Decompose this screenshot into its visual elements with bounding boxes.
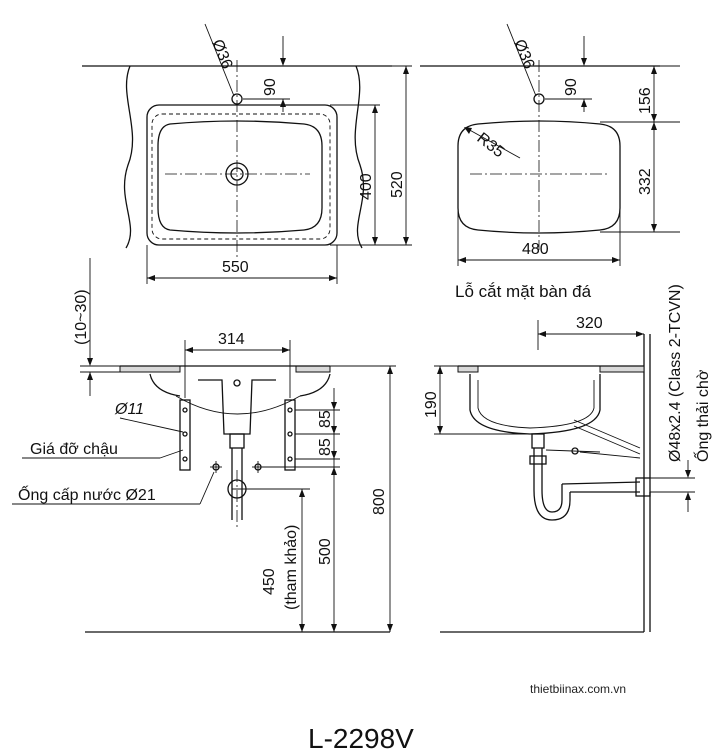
front-elevation: (10~30) 314 <box>12 258 396 633</box>
tap-offset-dim-right: 90 <box>563 78 580 96</box>
side-elevation: 320 190 Ø48x2.4 (Class 2-TCVN) Ống thả <box>423 284 712 633</box>
website-text: thietbiinax.com.vn <box>530 682 626 696</box>
model-number: L-2298V <box>308 723 414 753</box>
cut-depth-dim: 332 <box>637 168 654 195</box>
drain-offset-dim: 320 <box>576 315 603 332</box>
cut-width-dim: 480 <box>522 241 549 258</box>
supply-left <box>210 461 222 473</box>
overall-depth-dim: 520 <box>389 171 406 198</box>
waste-stub-label: Ống thải chờ <box>692 369 712 462</box>
counter-thickness-dim: (10~30) <box>73 289 90 345</box>
cut-front-gap-dim: 156 <box>637 87 654 114</box>
plan-view: Ø36 90 400 520 550 <box>82 23 412 284</box>
tap-offset-dim: 90 <box>262 78 279 96</box>
bracket-step-dim-1: 85 <box>317 410 334 428</box>
drain-height-note: (tham khảo) <box>283 525 300 610</box>
cutout-title: Lỗ cắt mặt bàn đá <box>455 282 592 301</box>
bowl-depth-dim: 400 <box>358 173 375 200</box>
bracket-span-dim: 314 <box>218 331 245 348</box>
drain-height-dim: 450 <box>261 568 278 595</box>
supply-height-dim: 500 <box>317 538 334 565</box>
overall-width-dim: 550 <box>222 259 249 276</box>
bracket-step-dim-2: 85 <box>317 438 334 456</box>
bracket-label: Giá đỡ chậu <box>30 441 118 458</box>
waste-pipe-dim: Ø48x2.4 (Class 2-TCVN) <box>667 284 684 462</box>
basin-height-dim: 190 <box>423 391 440 418</box>
cutout-view: Ø36 90 R35 156 332 480 Lỗ cắt mặt bàn đá <box>420 23 680 301</box>
bracket-left <box>179 399 191 471</box>
water-supply-label: Ống cấp nước Ø21 <box>18 484 156 504</box>
bracket-right <box>284 399 296 471</box>
bolt-diameter-dim: Ø11 <box>114 401 144 418</box>
counter-height-dim: 800 <box>371 488 388 515</box>
